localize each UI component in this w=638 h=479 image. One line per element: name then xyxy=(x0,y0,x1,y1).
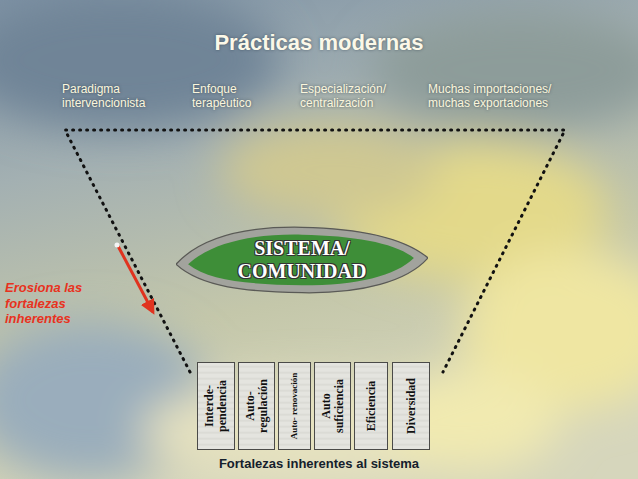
strength-box: Auto- renovación xyxy=(278,362,311,450)
strength-label: Eficiencia xyxy=(365,366,378,446)
banner-border xyxy=(176,227,428,293)
banner-text: SISTEMA/ COMUNIDAD xyxy=(227,237,377,283)
strength-label: Auto- renovación xyxy=(290,366,299,446)
practice-heading: Paradigma intervencionista xyxy=(62,82,180,111)
strengths-caption: Fortalezas inherentes al sistema xyxy=(0,456,638,472)
strength-box: Eficiencia xyxy=(354,362,388,450)
strength-box: Auto suficiencia xyxy=(314,362,351,450)
strength-label: Auto suficiencia xyxy=(320,366,345,446)
practice-heading: Especialización/ centralización xyxy=(300,82,418,111)
erosion-note: Erosiona las fortalezas inherentes xyxy=(5,280,95,327)
strength-box: Diversidad xyxy=(392,362,430,450)
banner-fill xyxy=(188,235,414,286)
strength-box: Interde- pendencia xyxy=(197,362,235,450)
practice-heading: Enfoque terapéutico xyxy=(192,82,292,111)
strength-label: Auto- regulación xyxy=(244,366,269,446)
practice-heading: Muchas importaciones/ muchas exportacion… xyxy=(428,82,588,111)
erosion-arrow xyxy=(118,246,153,312)
strength-box: Auto- regulación xyxy=(238,362,275,450)
strength-label: Diversidad xyxy=(405,366,418,446)
system-banner: SISTEMA/ COMUNIDAD xyxy=(176,222,428,298)
funnel-outline xyxy=(65,130,565,372)
arrow-dot xyxy=(115,243,120,248)
slide-title: Prácticas modernas xyxy=(0,30,638,56)
strength-label: Interde- pendencia xyxy=(203,366,228,446)
